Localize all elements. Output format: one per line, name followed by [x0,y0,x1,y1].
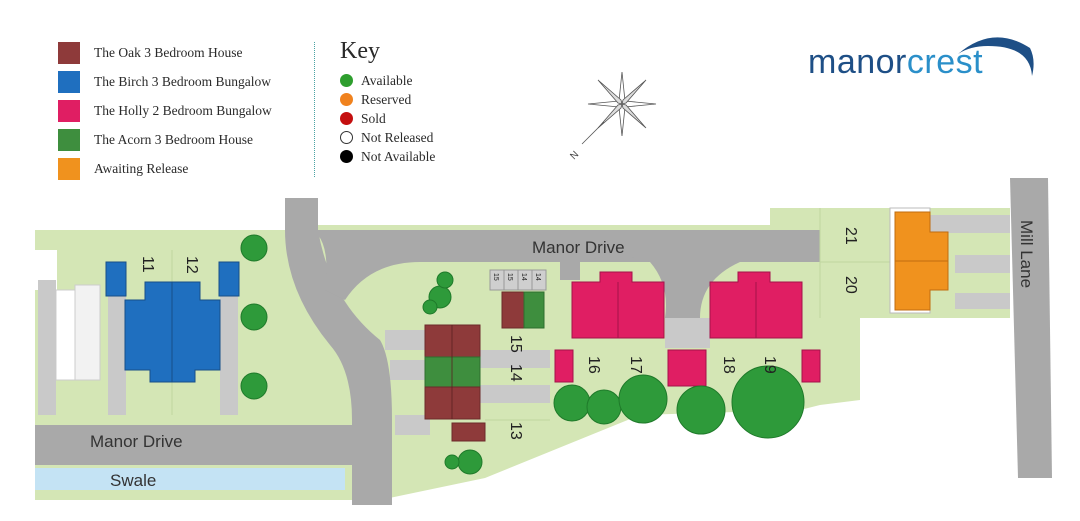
legend-item: The Holly 2 Bedroom Bungalow [58,96,308,125]
plot-number: 13 [507,422,524,440]
key-title: Key [340,38,380,64]
road-manor-drive-top [318,230,820,300]
logo-text-manor: manor [808,43,907,81]
pathway [480,385,550,403]
manorcrest-logo: manorcrest [808,28,1038,88]
pathway [665,318,710,348]
status-dot [340,93,353,106]
plot-number: 12 [183,256,200,274]
garage-number: 14 [534,273,541,281]
status-dot [340,150,353,163]
status-dot [340,112,353,125]
plot-number: 11 [139,256,156,273]
plot-number: 20 [842,276,859,294]
legend-swatch [58,99,80,122]
logo-text-crest: crest [906,43,984,81]
garage-numbers: 15 15 14 14 [492,273,541,281]
logo-text: manorcrest [808,43,983,82]
plot-number: 17 [627,356,644,374]
plot-numbers: 11 12 15 14 13 16 17 18 19 21 20 [139,227,859,440]
legend-label: The Oak 3 Bedroom House [94,44,243,60]
key-item: Sold [340,109,435,128]
pathway [955,293,1010,309]
key-label: Reserved [361,91,412,107]
garage-number: 15 [492,273,499,281]
key-item: Available [340,71,435,90]
legend-label: The Acorn 3 Bedroom House [94,131,253,147]
key-item: Not Available [340,147,435,166]
house-group-oak-acorn [424,291,545,442]
trees [240,234,805,475]
legend-label: The Birch 3 Bedroom Bungalow [94,73,271,89]
house-birch [105,261,240,383]
key-item: Reserved [340,90,435,109]
pathway [930,215,1010,233]
plot-number: 15 [507,335,524,353]
compass-north-label: N [568,149,581,162]
logo-arc-icon [958,37,1034,76]
garage-number: 15 [506,273,513,281]
key-item: Not Released [340,128,435,147]
pathway [955,255,1010,273]
pathway [480,350,550,368]
key-label: Not Released [361,129,434,145]
neighbour-building-2 [74,284,101,381]
legend-label: Awaiting Release [94,160,189,176]
legend-item: The Acorn 3 Bedroom House [58,125,308,154]
status-dot [340,74,353,87]
legend-swatch [58,128,80,151]
road-main-bend [285,198,392,505]
legend-item: Awaiting Release [58,154,308,183]
label-manor-drive-bottom: Manor Drive [90,432,183,451]
label-swale: Swale [110,471,156,490]
legend-swatch [58,41,80,64]
legend-swatch [58,157,80,180]
plot-number: 16 [585,356,602,374]
status-dot [340,131,353,144]
plot-number: 14 [507,364,524,382]
garage-number: 14 [520,273,527,281]
road-mill-lane [1010,178,1052,478]
house-holly-18-19 [667,271,821,387]
house-holly-16-17 [554,271,665,383]
pathway [220,295,238,415]
plot-number: 19 [761,356,778,374]
legend-divider [314,42,315,177]
swale [35,468,345,490]
road-loop [580,256,740,318]
plot-number: 18 [720,356,737,374]
label-manor-drive-top: Manor Drive [532,238,625,257]
pathway [395,415,430,435]
house-awaiting-release [889,207,949,314]
key-label: Available [361,72,413,88]
legend-swatch [58,70,80,93]
pathway [390,360,425,380]
road-loop [560,262,580,280]
legend-item: The Oak 3 Bedroom House [58,38,308,67]
key-label: Sold [361,110,386,126]
compass-rose-icon: N [568,71,657,162]
pathway [38,280,56,415]
pathway [108,295,126,415]
label-mill-lane: Mill Lane [1017,220,1036,288]
road-manor-drive-bottom [35,425,380,465]
garage-block [489,269,547,291]
pathway [385,330,425,350]
legend-item: The Birch 3 Bedroom Bungalow [58,67,308,96]
plot-number: 21 [842,227,859,245]
house-type-legend: The Oak 3 Bedroom House The Birch 3 Bedr… [58,38,308,183]
key-label: Not Available [361,148,436,164]
legend-label: The Holly 2 Bedroom Bungalow [94,102,272,118]
status-key: Key Available Reserved Sold Not Released… [340,38,435,166]
